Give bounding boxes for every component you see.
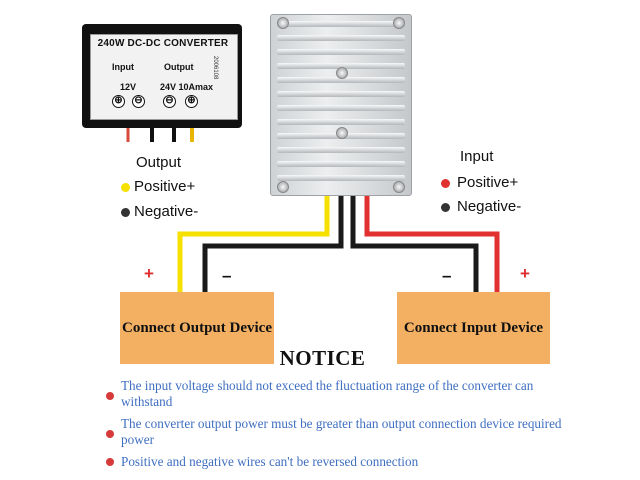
input-minus-sign: – [442,266,452,285]
screw-icon [277,181,289,193]
wire-input-positive [364,194,500,292]
yellow-dot-icon [121,183,130,192]
red-dot-icon [441,179,450,188]
input-device-box: Connect Input Device [397,292,550,364]
bullet-icon [106,430,114,438]
panel-output-label: Output [164,62,194,72]
screw-icon [336,127,348,139]
input-legend-positive: Positive+ [457,174,519,191]
input-legend-negative: Negative- [457,198,522,215]
black-dot-icon [441,203,450,212]
output-device-label: Connect Output Device [122,319,272,336]
wire-output-negative [202,194,344,292]
output-device-box: Connect Output Device [120,292,274,364]
notice-title: NOTICE [279,346,366,370]
panel-title: 240W DC-DC CONVERTER [97,38,229,49]
output-plus-icon: ⊕ [185,95,198,108]
wire-input-negative [350,194,479,292]
notice-item-2: The converter output power must be great… [121,416,562,447]
screw-icon [393,181,405,193]
output-legend-positive: Positive+ [134,178,196,195]
panel-serial: 2006108 [212,56,218,80]
input-device-label: Connect Input Device [403,319,544,336]
bullet-icon [106,458,114,466]
input-legend-heading: Input [460,148,494,165]
output-legend-heading: Output [136,154,182,171]
output-legend-negative: Negative- [134,203,199,220]
wire-output-positive [177,194,330,292]
screw-icon [336,67,348,79]
input-plus-sign: + [520,264,530,283]
input-minus-icon: ⊖ [132,95,145,108]
bullet-icon [106,392,114,400]
input-plus-icon: ⊕ [112,95,125,108]
output-minus-icon: ⊖ [163,95,176,108]
black-dot-icon [121,208,130,217]
converter-image [270,14,412,196]
screw-icon [277,17,289,29]
output-plus-sign: + [144,264,154,283]
panel-input-voltage: 12V [120,82,137,92]
panel-output-voltage: 24V 10Amax [160,82,214,92]
screw-icon [393,17,405,29]
output-minus-sign: – [222,266,232,285]
notice-item-3: Positive and negative wires can't be rev… [121,454,419,469]
notice-item-1: The input voltage should not exceed the … [121,378,534,409]
panel-input-label: Input [112,62,134,72]
